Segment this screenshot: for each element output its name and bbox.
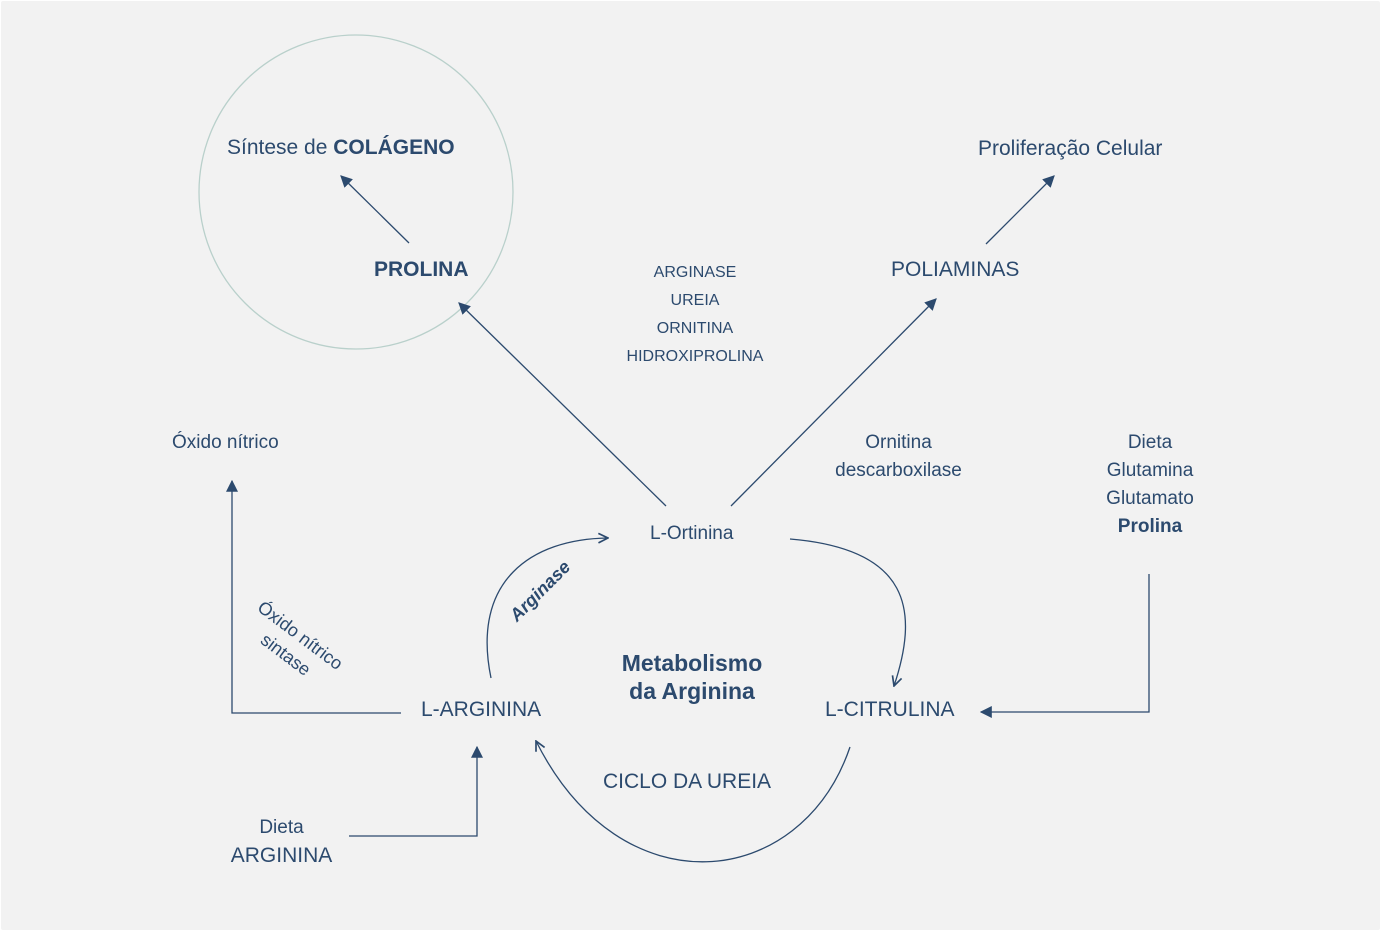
l-ortinina-label: L-Ortinina bbox=[650, 523, 734, 544]
curve-citrulina-to-arginina bbox=[536, 741, 851, 863]
arrow-ortinina-to-prolina bbox=[458, 302, 667, 507]
glutamina-line: Glutamina bbox=[1106, 460, 1194, 481]
arrow-dieta-to-arginina bbox=[349, 745, 483, 837]
dieta-line: Dieta bbox=[1127, 432, 1173, 453]
curve-arginina-to-ortinina bbox=[486, 538, 608, 679]
poliaminas-label: POLIAMINAS bbox=[891, 258, 1020, 281]
oxido-nitrico-label: Óxido nítrico bbox=[172, 432, 279, 453]
dieta-arginina-label: Dieta ARGININA bbox=[219, 814, 344, 870]
proliferacao-celular-label: Proliferação Celular bbox=[978, 137, 1163, 160]
descarboxilase-line: descarboxilase bbox=[835, 460, 962, 481]
metabolismo-title: Metabolismo da Arginina bbox=[597, 649, 787, 705]
arrow-dieta-to-citrulina bbox=[979, 574, 1150, 718]
enzymes-list: ARGINASE UREIA ORNITINA HIDROXIPROLINA bbox=[595, 259, 795, 371]
dieta-left-line: Dieta bbox=[259, 817, 304, 838]
metabolismo-line: Metabolismo bbox=[621, 650, 763, 676]
ciclo-ureia-label: CICLO DA UREIA bbox=[603, 770, 772, 793]
prolina-label: PROLINA bbox=[374, 258, 469, 281]
ornitina-descarboxilase-label: Ornitina descarboxilase bbox=[826, 429, 971, 485]
arrow-ortinina-to-poliaminas bbox=[730, 298, 937, 507]
colageno-bold: COLÁGENO bbox=[333, 136, 455, 159]
dieta-glutamina-label: Dieta Glutamina Glutamato Prolina bbox=[1089, 429, 1211, 541]
list-item: ORNITINA bbox=[656, 320, 734, 337]
sintese-prefix: Síntese de bbox=[227, 136, 334, 159]
arginina-left-line: ARGININA bbox=[230, 844, 333, 867]
list-item: ARGINASE bbox=[653, 264, 737, 281]
arrow-arginina-to-oxido-nitrico bbox=[226, 479, 401, 714]
curve-ortinina-to-citrulina bbox=[789, 538, 907, 686]
ornitina-line: Ornitina bbox=[865, 432, 932, 453]
l-arginina-label: L-ARGININA bbox=[421, 698, 542, 721]
glutamato-line: Glutamato bbox=[1106, 488, 1194, 509]
l-citrulina-label: L-CITRULINA bbox=[825, 698, 955, 721]
arrow-prolina-to-colageno bbox=[340, 175, 410, 244]
list-item: UREIA bbox=[670, 292, 720, 309]
arrow-poliaminas-to-proliferacao bbox=[985, 175, 1055, 245]
sintese-colageno-label: Síntese de COLÁGENO bbox=[227, 134, 455, 162]
collagen-highlight-circle bbox=[198, 34, 514, 350]
list-item: HIDROXIPROLINA bbox=[626, 348, 764, 365]
da-arginina-line: da Arginina bbox=[629, 678, 755, 704]
prolina-bold-line: Prolina bbox=[1117, 516, 1183, 537]
